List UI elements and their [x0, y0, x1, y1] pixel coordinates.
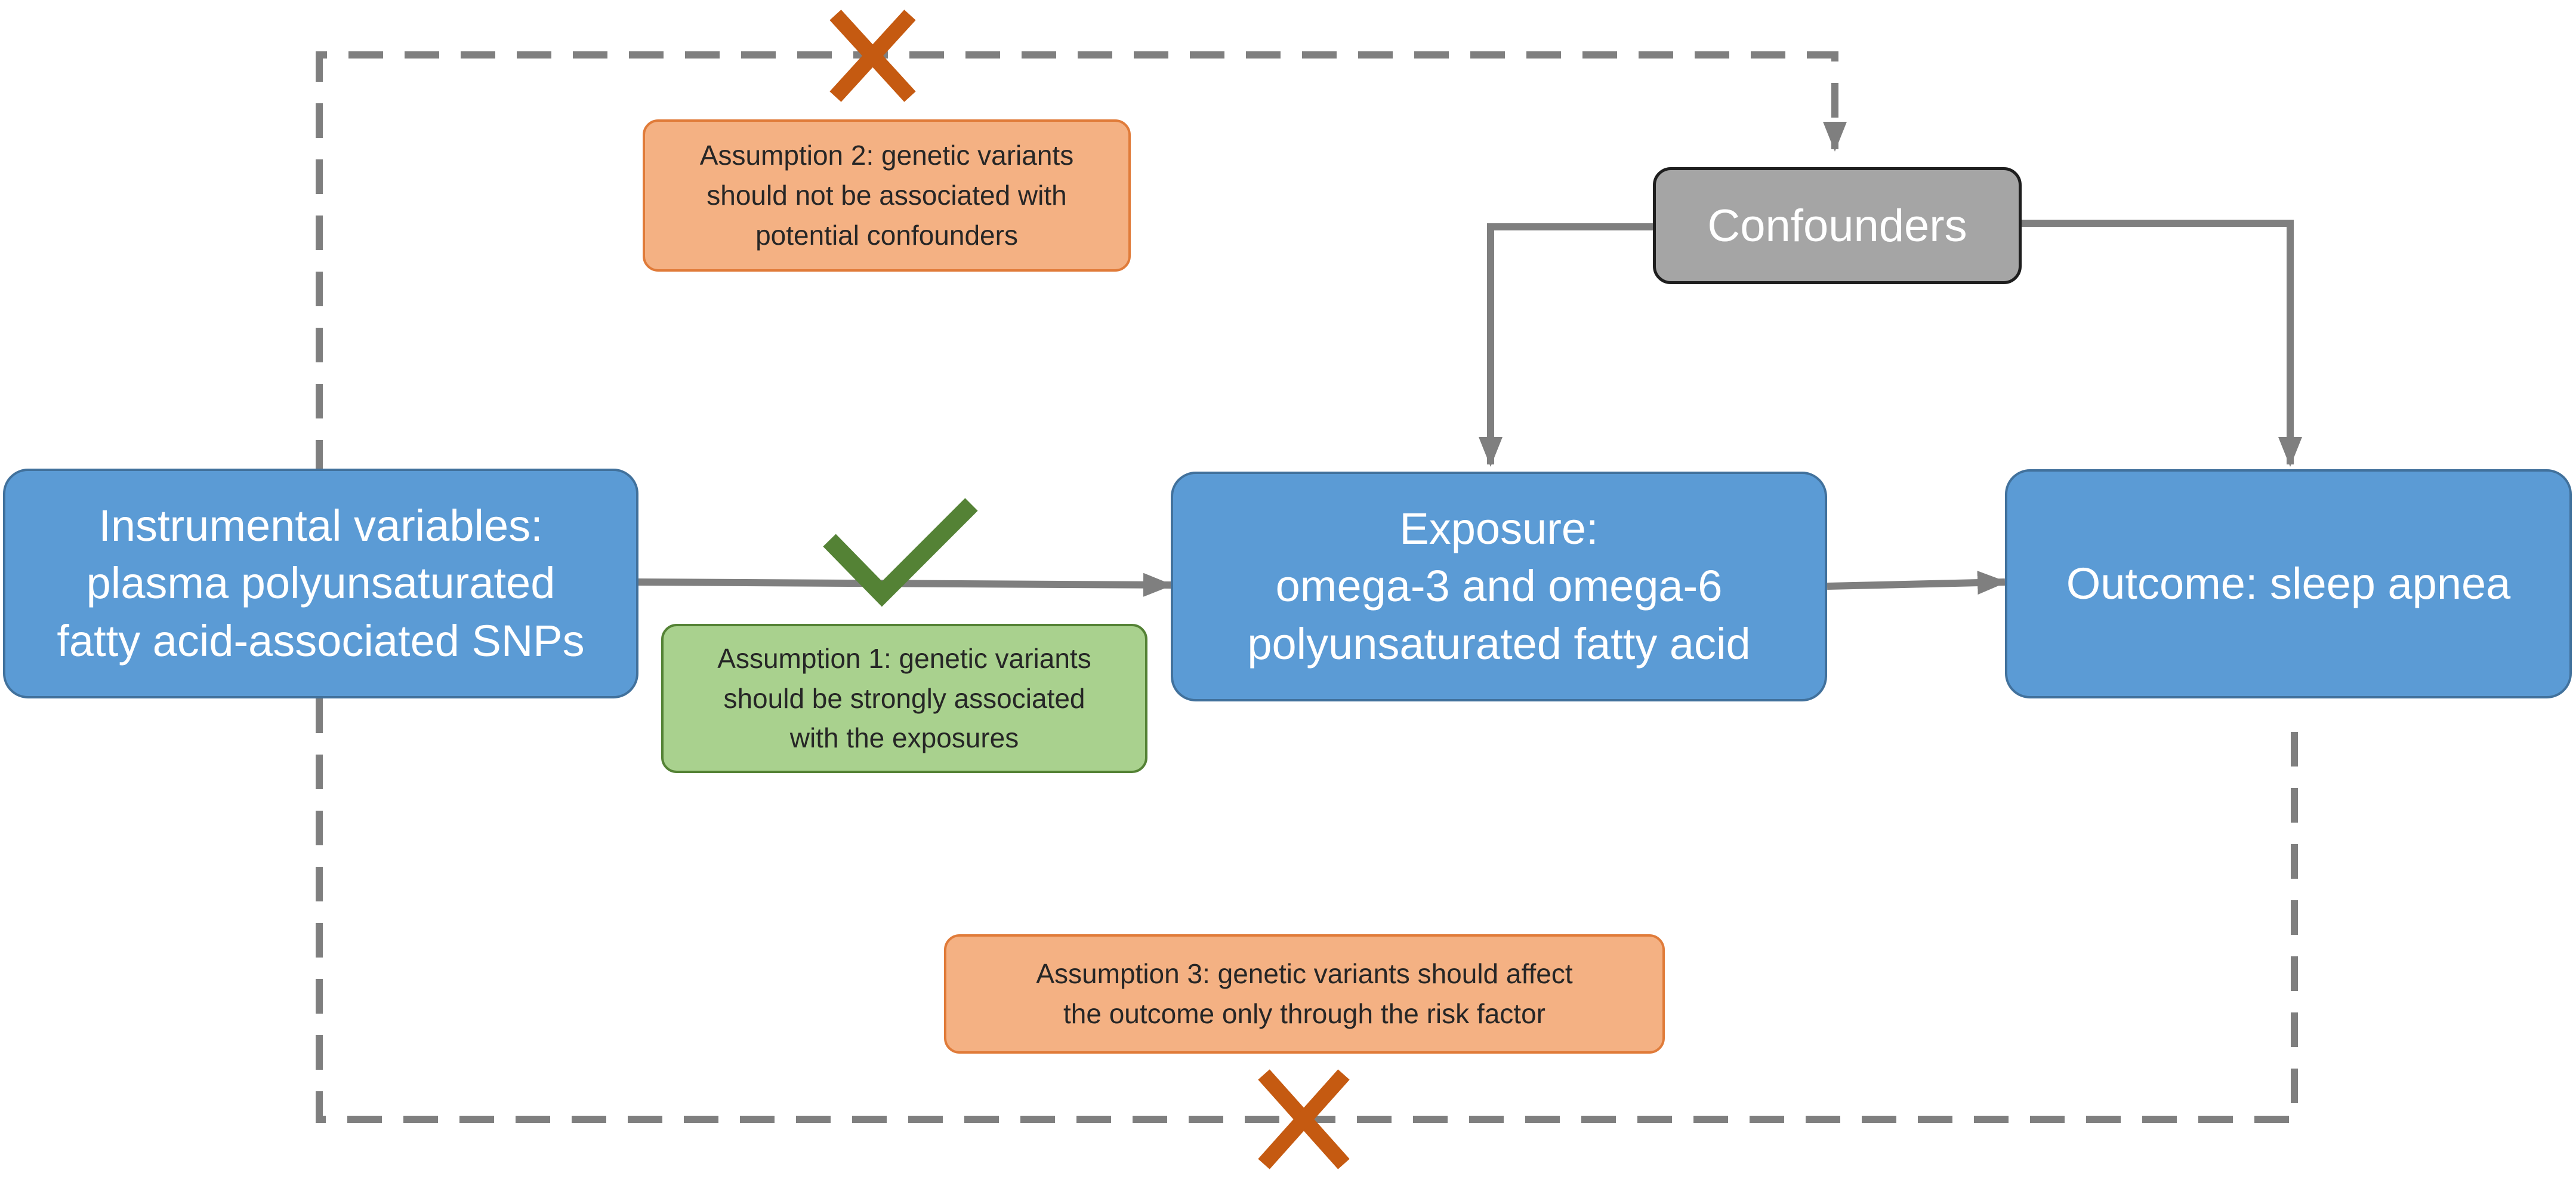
assumption-1-box: Assumption 1: genetic variants should be…	[661, 624, 1147, 773]
assumption-1-text: Assumption 1: genetic variants should be…	[717, 642, 1091, 754]
outcome-node: Outcome: sleep apnea	[2005, 469, 2572, 698]
exposure-label: Exposure: omega-3 and omega-6 polyunsatu…	[1247, 504, 1751, 669]
dashed-path-outcome	[316, 698, 2298, 1123]
assumption-3-text: Assumption 3: genetic variants should af…	[1036, 958, 1573, 1029]
arrow-exposure-to-outcome	[1827, 571, 2007, 595]
outcome-label: Outcome: sleep apnea	[2066, 558, 2511, 608]
confounders-node: Confounders	[1653, 167, 2022, 284]
cross-icon	[1258, 1069, 1350, 1169]
assumption-2-box: Assumption 2: genetic variants should no…	[643, 119, 1131, 272]
arrow-confounders-to-outcome	[2022, 220, 2302, 467]
instrument-label: Instrumental variables: plasma polyunsat…	[57, 501, 585, 666]
check-icon	[823, 498, 978, 607]
confounders-label: Confounders	[1707, 200, 1967, 251]
instrument-node: Instrumental variables: plasma polyunsat…	[3, 469, 638, 698]
assumption-2-text: Assumption 2: genetic variants should no…	[699, 140, 1074, 251]
arrow-confounders-to-exposure	[1479, 223, 1653, 467]
exposure-node: Exposure: omega-3 and omega-6 polyunsatu…	[1171, 472, 1827, 701]
assumption-3-box: Assumption 3: genetic variants should af…	[944, 934, 1665, 1054]
cross-icon	[829, 10, 916, 102]
dashed-path-confounders	[316, 51, 1847, 475]
